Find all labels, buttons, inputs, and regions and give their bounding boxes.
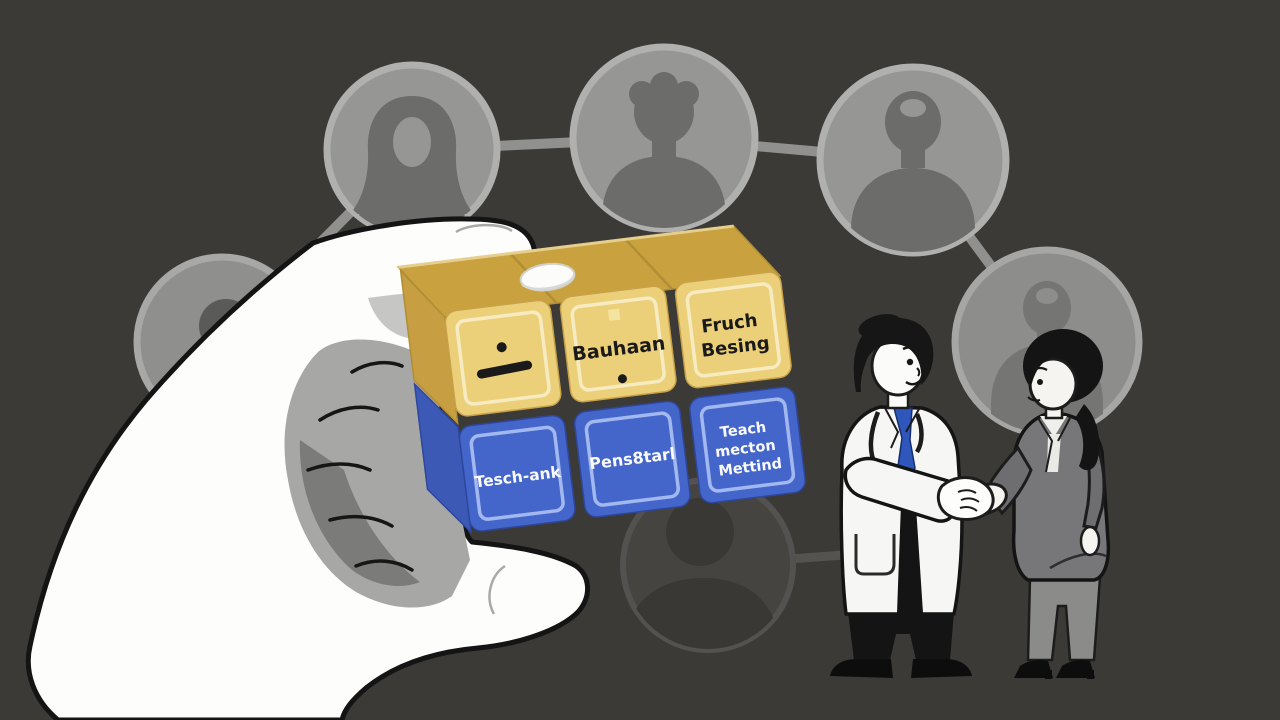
cube-face [458, 414, 576, 532]
cube-inner-border [584, 411, 680, 507]
avatar-ring [816, 63, 1010, 257]
network-node-2 [569, 43, 759, 233]
small-square-mark [607, 308, 621, 321]
blazer-lapel [1037, 417, 1054, 473]
block-cube-teach-mecton: Teach mecton Mettind [689, 386, 806, 504]
blazer-hem-line [1049, 552, 1107, 570]
doctor-brow [902, 346, 919, 352]
block-cube-pens8tarl: Pens8tarl [573, 400, 691, 518]
cube-inner-border [570, 296, 666, 392]
block-cube-dot-dash [444, 299, 562, 417]
cube-face [674, 271, 792, 389]
patient-pants [1026, 576, 1102, 662]
avatar-ring [569, 43, 759, 233]
doctor-pants [848, 612, 954, 660]
doctor-eye [906, 358, 914, 366]
cube-face [444, 299, 562, 417]
patient-figure [984, 329, 1111, 679]
network-node-3 [816, 63, 1010, 257]
fingernail-arc [455, 223, 513, 234]
cube-face [573, 400, 691, 518]
thumbnail-arc [488, 564, 506, 615]
network-node-6 [620, 477, 796, 653]
patient-shirt-v [1040, 416, 1067, 437]
patient-hand [1079, 525, 1101, 557]
blazer-lapel [1057, 417, 1071, 442]
cube-face [559, 285, 677, 403]
patient-ponytail [1075, 404, 1100, 471]
cube-inner-border [455, 310, 551, 406]
handshake-finger-lines [957, 489, 980, 512]
block-cube-tesch-ank: Tesch-ank [458, 414, 576, 532]
cube-inner-border [469, 425, 565, 521]
curly-hair-man-avatar-icon [602, 72, 726, 228]
patient-heel [1087, 670, 1094, 679]
patient-hair-front [1029, 338, 1097, 392]
block-stud [519, 262, 576, 292]
woman-avatar-icon [348, 96, 476, 234]
doctor-shoe [830, 659, 893, 678]
doctor-figure [830, 314, 972, 678]
network-node-1 [323, 61, 501, 239]
man-avatar-icon [851, 91, 975, 252]
block-stud-shade [521, 275, 575, 291]
coat-pocket [854, 534, 896, 576]
building-blocks: Bauhaan Fruch Besing Tesch-ank Pens8tarl [396, 224, 806, 535]
patient-shoe [1056, 660, 1095, 678]
patient-brow [1033, 366, 1048, 371]
shading-blob-dark [299, 440, 420, 586]
block-cube-fruch-besing: Fruch Besing [674, 271, 792, 389]
coat-lapel [884, 407, 900, 449]
doctor-hair-tuft [858, 314, 902, 338]
cube-label: Teach mecton Mettind [712, 418, 784, 480]
doctor-smile [905, 380, 921, 386]
cube-inner-border [685, 282, 781, 378]
handshake [936, 476, 1008, 521]
block-cube-bauhaan: Bauhaan [559, 285, 677, 403]
coat-lapel [905, 408, 920, 433]
doctor-shoe [911, 659, 972, 678]
doctor-nose [916, 367, 921, 377]
patient-smile [1027, 396, 1041, 402]
cube-face [689, 386, 806, 504]
patient-heel [1045, 670, 1052, 679]
dot-dash-icon [476, 342, 533, 379]
shading-squiggles [306, 360, 414, 572]
top-ridge-highlight [398, 224, 734, 269]
cube-inner-border [699, 397, 796, 493]
dot-mark [617, 374, 627, 384]
top-seam [624, 238, 673, 290]
patient-shoe [1014, 660, 1053, 678]
patient-eye [1037, 379, 1043, 385]
